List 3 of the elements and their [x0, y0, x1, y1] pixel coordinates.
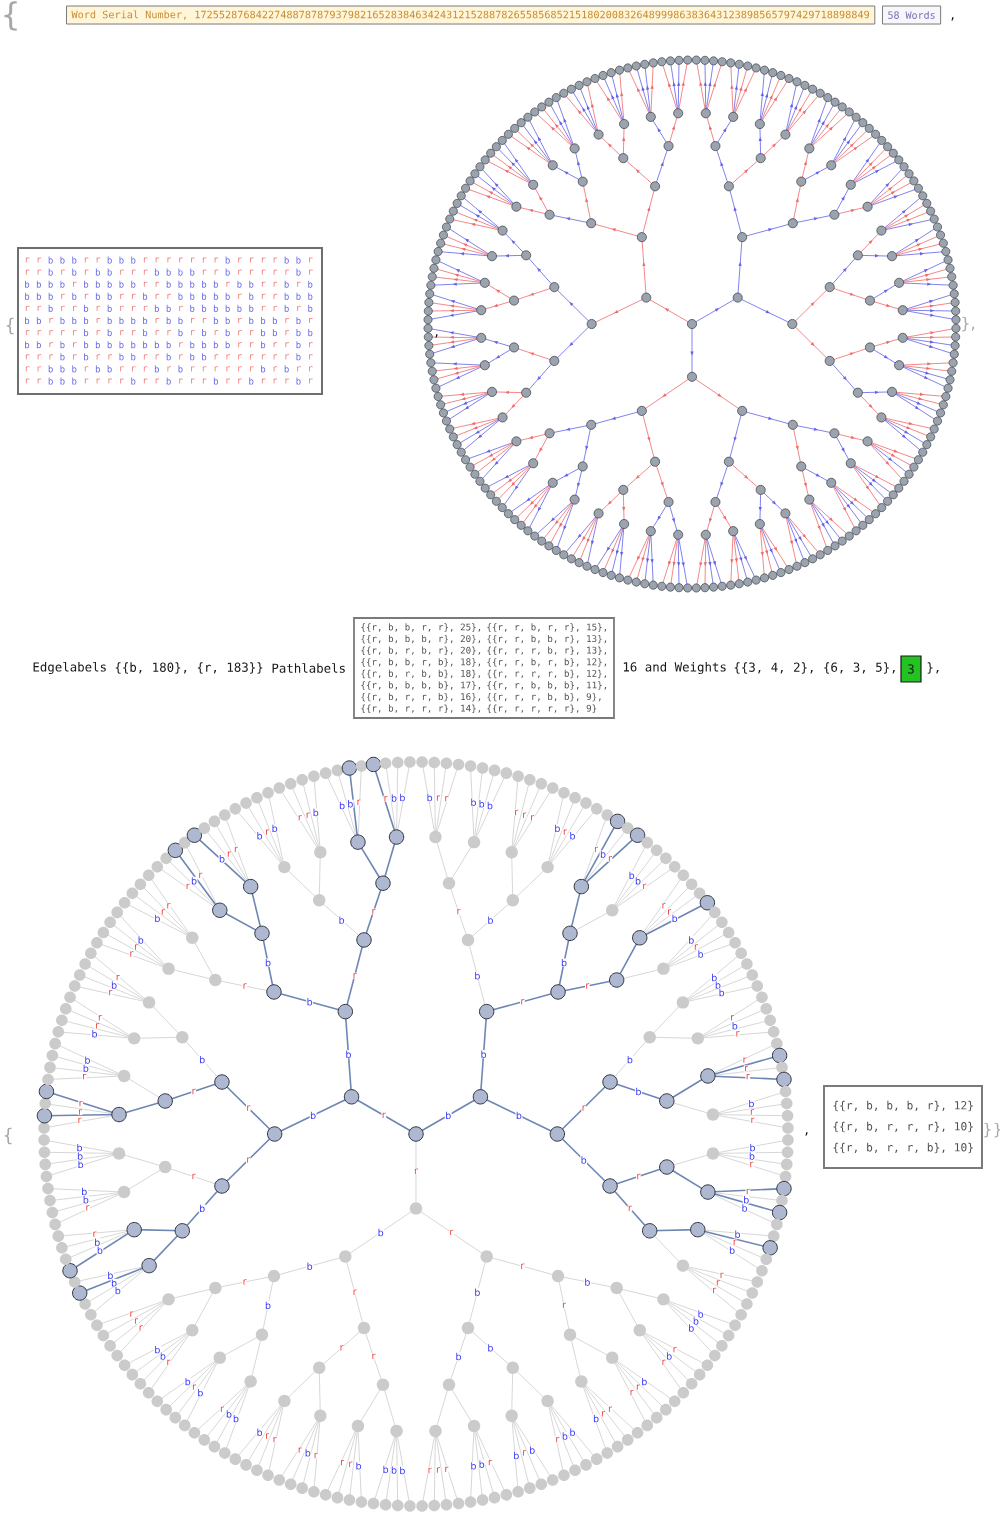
- bracket: },: [962, 316, 975, 332]
- bracket: {: [4, 1, 17, 31]
- bracket: {: [4, 1127, 12, 1145]
